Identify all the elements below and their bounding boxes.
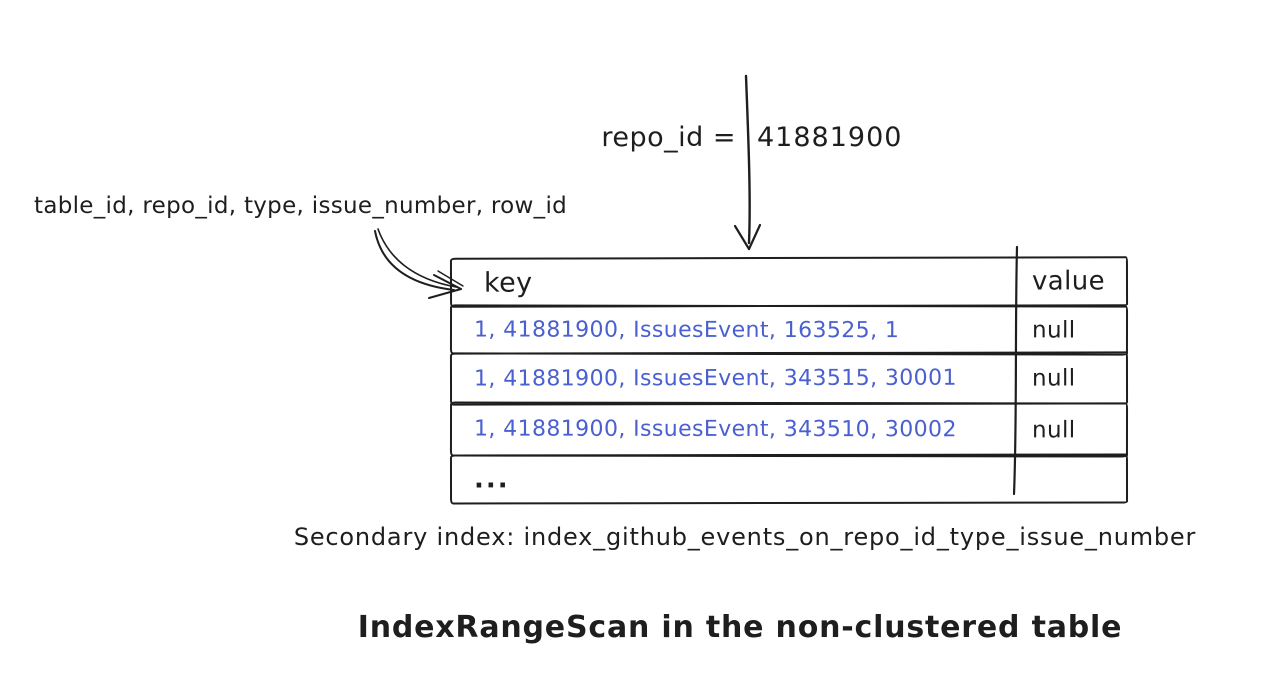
row-value: null [1031,416,1076,443]
row-key: 1, 41881900, IssuesEvent, 343515, 30001 [473,365,957,392]
row-key: 1, 41881900, IssuesEvent, 343510, 30002 [473,416,957,443]
repo-filter-value: 41881900 [757,122,903,153]
row-value: null [1031,364,1076,392]
table-row-ellipsis: ... [449,453,1129,505]
index-columns-label: table_id, repo_id, type, issue_number, r… [34,193,568,219]
repo-filter-label: repo_id = [601,122,736,153]
key-column-header: key [483,267,533,299]
table-row: 1, 41881900, IssuesEvent, 343515, 30001 … [449,351,1129,406]
row-key: 1, 41881900, IssuesEvent, 163525, 1 [473,316,900,343]
table-header-row: key value [449,256,1129,308]
diagram-title: IndexRangeScan in the non-clustered tabl… [357,610,1123,645]
row-value: null [1031,317,1076,344]
secondary-index-caption: Secondary index: index_github_events_on_… [293,523,1197,551]
down-arrow-icon [733,74,762,251]
table-row: 1, 41881900, IssuesEvent, 163525, 1 null [449,304,1129,356]
row-key: ... [473,464,510,495]
table-row: 1, 41881900, IssuesEvent, 343510, 30002 … [449,401,1129,458]
value-column-header: value [1031,266,1106,297]
